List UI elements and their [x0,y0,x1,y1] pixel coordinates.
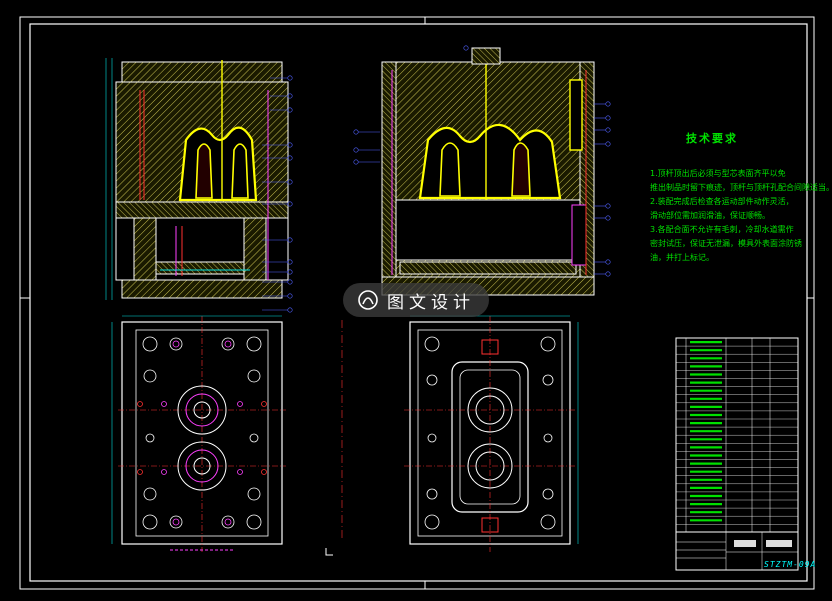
tech-line: 3.各配合面不允许有毛刺，冷却水道需作 [650,225,794,234]
tech-line: 推出制品时留下痕迹，顶杆与顶杆孔配合间隙适当。 [650,183,832,192]
watermark-badge: 图文设计 [343,283,489,317]
technical-requirements-title: 技术要求 [686,132,738,145]
plan-view-right [404,315,579,552]
parts-list-table [675,337,799,533]
tech-line: 滑动部位需加润滑油，保证顺畅。 [650,211,770,220]
tech-line: 油，并打上标记。 [650,253,714,262]
tech-line: 2.装配完成后检查各运动部件动作灵活， [650,197,794,206]
plan-view-left [111,315,286,552]
section-view-left [105,58,289,300]
balloon-leaders-right [353,45,611,277]
balloon-leaders-left [262,75,293,313]
section-view-right [381,47,595,296]
tech-line: 1.顶杆顶出后必须与型芯表面齐平以免 [650,169,786,178]
watermark-logo-icon [358,290,378,310]
watermark-text: 图文设计 [387,292,475,313]
tech-line: 密封试压，保证无泄漏，模具外表面涂防锈 [650,239,802,248]
view-arrow-marker [325,548,333,556]
title-block [675,531,799,571]
sheet-frame [19,16,815,590]
drawing-number: STZTM-09A [764,560,817,569]
